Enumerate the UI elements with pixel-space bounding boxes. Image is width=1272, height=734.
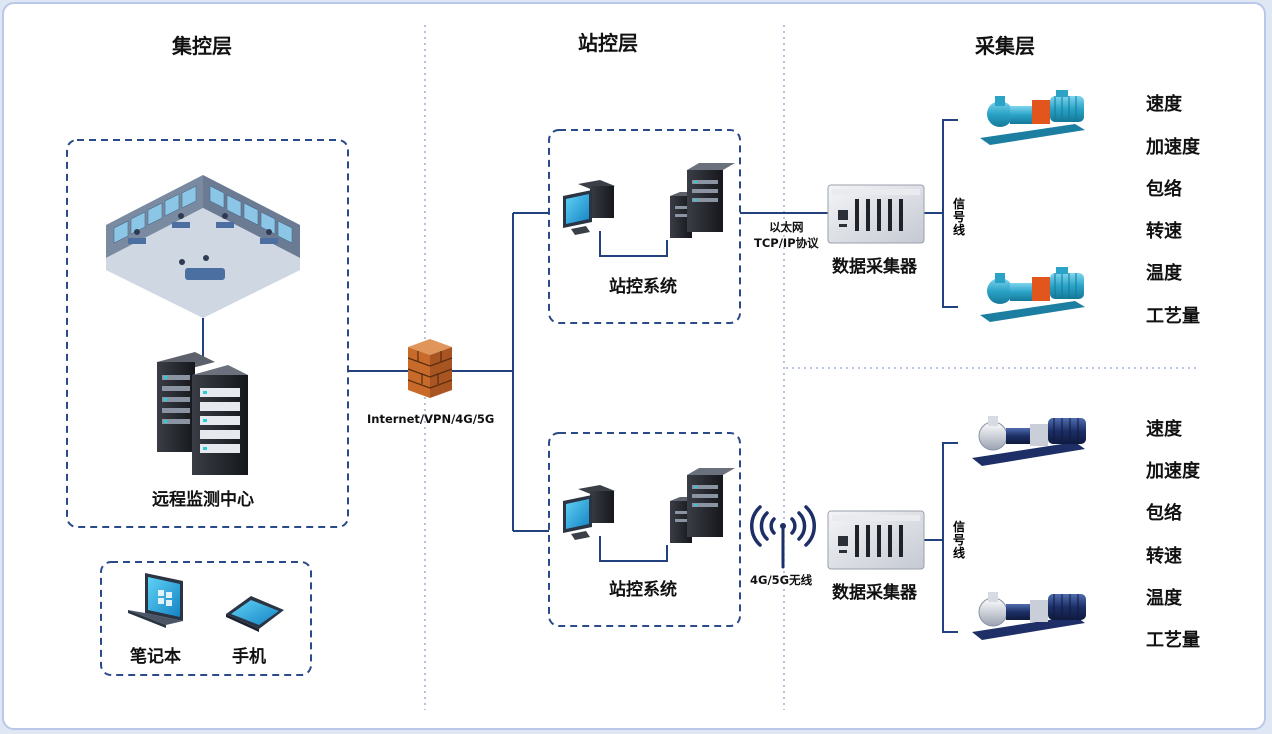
param-envelope: 包络 <box>1146 503 1182 524</box>
signal-line-label-1: 信 号 线 <box>952 197 966 238</box>
station-system-box-2 <box>548 432 741 627</box>
phone-label: 手机 <box>232 647 266 667</box>
pump-icon-2 <box>980 267 1085 322</box>
signal-bracket-2 <box>942 442 958 633</box>
ethernet-label: 以太网 TCP/IP协议 <box>754 220 819 251</box>
link-pc-server-1 <box>599 231 668 257</box>
laptop-icon <box>128 573 183 628</box>
signal-line-char: 号 <box>952 533 965 548</box>
data-collector-device-1 <box>827 184 925 244</box>
param-temperature: 温度 <box>1146 263 1182 284</box>
layer-title-central: 集控层 <box>172 34 232 58</box>
param-rpm: 转速 <box>1146 546 1182 567</box>
station-pc-icon-2 <box>563 485 615 540</box>
signal-line-label-2: 信 号 线 <box>952 520 966 561</box>
internet-label: Internet/VPN/4G/5G <box>367 412 495 426</box>
param-temperature: 温度 <box>1146 588 1182 609</box>
collector-label-1: 数据采集器 <box>832 257 917 277</box>
param-rpm: 转速 <box>1146 221 1182 242</box>
central-server-icon <box>157 352 248 475</box>
mobile-devices-box <box>100 561 312 676</box>
signal-line-char: 信 <box>952 520 965 534</box>
pump-icon-4 <box>972 592 1086 640</box>
remote-center-box <box>66 139 349 528</box>
signal-line-char: 线 <box>952 546 965 561</box>
data-collector-device-2 <box>827 510 925 570</box>
signal-line-char: 线 <box>952 223 965 238</box>
param-acceleration: 加速度 <box>1146 137 1200 158</box>
wireless-signal-icon <box>750 505 816 569</box>
link-pc-server-2 <box>599 536 668 562</box>
param-speed: 速度 <box>1146 94 1182 115</box>
signal-line-char: 号 <box>952 210 965 225</box>
wireless-label: 4G/5G无线 <box>750 573 813 587</box>
param-envelope: 包络 <box>1146 179 1182 200</box>
signal-line-char: 信 <box>952 197 965 211</box>
pump-icon-1 <box>980 90 1085 145</box>
collector-label-2: 数据采集器 <box>832 583 917 603</box>
param-process: 工艺量 <box>1146 306 1200 327</box>
control-room-icon <box>106 175 300 318</box>
station-pc-icon-1 <box>563 180 615 235</box>
param-acceleration: 加速度 <box>1146 461 1200 482</box>
ethernet-label-line1: 以太网 <box>769 220 804 234</box>
phone-icon <box>226 596 284 632</box>
station-system-label-2: 站控系统 <box>609 580 677 600</box>
layer-title-station: 站控层 <box>578 31 638 55</box>
ethernet-label-line2: TCP/IP协议 <box>754 235 819 250</box>
layer-title-acquisition: 采集层 <box>975 34 1035 58</box>
param-speed: 速度 <box>1146 419 1182 440</box>
station-server-icon-1 <box>670 163 735 238</box>
laptop-label: 笔记本 <box>130 647 181 667</box>
station-server-icon-2 <box>670 468 735 543</box>
signal-bracket-1 <box>942 119 958 308</box>
station-system-label-1: 站控系统 <box>609 277 677 297</box>
station-system-box-1 <box>548 129 741 324</box>
remote-center-label: 远程监测中心 <box>152 490 254 510</box>
pump-icon-3 <box>972 416 1086 466</box>
firewall-icon <box>407 339 453 398</box>
param-process: 工艺量 <box>1146 630 1200 651</box>
